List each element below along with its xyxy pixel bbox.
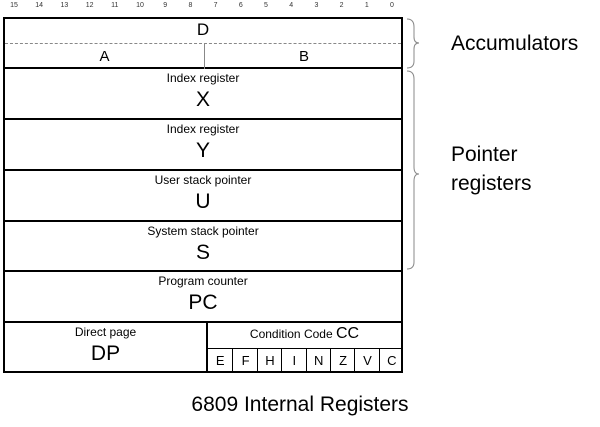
pointer-registers-label-line1: Pointer — [451, 143, 518, 166]
bit-number: 12 — [85, 2, 94, 9]
register-a-label: A — [99, 48, 110, 65]
register-b-label: B — [298, 48, 309, 65]
bit-number: 0 — [390, 2, 394, 9]
register-y-name: Y — [195, 139, 210, 162]
register-pc-name: PC — [188, 291, 218, 314]
bit-number: 15 — [10, 2, 18, 9]
cc-flag-i: I — [281, 349, 306, 373]
bit-number: 3 — [314, 2, 319, 9]
bit-number: 2 — [339, 2, 344, 9]
register-s: System stack pointer S — [3, 222, 403, 272]
cc-flag-h: H — [256, 349, 282, 373]
register-cc-title: Condition Code CC — [208, 325, 401, 343]
register-u-desc: User stack pointer — [154, 173, 252, 187]
cc-flag-n: N — [305, 349, 331, 373]
register-s-name: S — [195, 241, 210, 264]
register-pc: Program counter PC — [3, 272, 403, 323]
register-dp-name: DP — [90, 342, 121, 365]
cc-flag-v: V — [354, 349, 379, 373]
bit-number: 7 — [213, 2, 218, 9]
register-d-label: D — [196, 20, 210, 39]
register-dp-desc: Direct page — [74, 325, 137, 339]
dashed-divider — [5, 43, 401, 44]
register-x-name: X — [195, 88, 210, 111]
register-x: Index register X — [3, 69, 403, 120]
pointer-registers-brace-icon — [406, 70, 420, 270]
bit-number: 1 — [364, 2, 369, 9]
bit-number: 13 — [60, 2, 69, 9]
cc-flag-e: E — [215, 353, 225, 368]
cc-flag-c: C — [378, 349, 404, 373]
register-u-name: U — [195, 190, 211, 213]
register-s-desc: System stack pointer — [147, 224, 259, 238]
bit-number: 6 — [238, 2, 243, 9]
bit-number: 9 — [163, 2, 168, 9]
diagram-title: 6809 Internal Registers — [191, 393, 409, 416]
register-cc-desc: Condition Code — [249, 327, 333, 341]
pointer-registers-label-line2: registers — [451, 172, 532, 195]
bit-number: 8 — [188, 2, 193, 9]
register-y: Index register Y — [3, 120, 403, 171]
ab-divider — [204, 44, 205, 69]
register-u: User stack pointer U — [3, 171, 403, 222]
group-braces — [406, 18, 420, 270]
cc-flag-f: F — [232, 349, 257, 373]
register-pc-desc: Program counter — [158, 274, 248, 288]
bit-number: 11 — [111, 2, 119, 9]
bit-number: 5 — [264, 2, 268, 9]
accumulator-d-register: D A B — [3, 17, 403, 69]
register-dp: Direct page DP — [5, 323, 208, 371]
register-y-desc: Index register — [166, 122, 240, 136]
register-cc-name: CC — [335, 325, 360, 342]
cc-flag-z: Z — [329, 349, 355, 373]
bit-number: 4 — [289, 2, 294, 9]
accumulators-group-label: Accumulators — [451, 32, 579, 55]
cc-divider — [208, 348, 401, 349]
accumulators-brace-icon — [406, 18, 420, 69]
bit-number: 14 — [35, 2, 44, 9]
bit-number: 10 — [136, 2, 144, 9]
register-x-desc: Index register — [166, 71, 240, 85]
